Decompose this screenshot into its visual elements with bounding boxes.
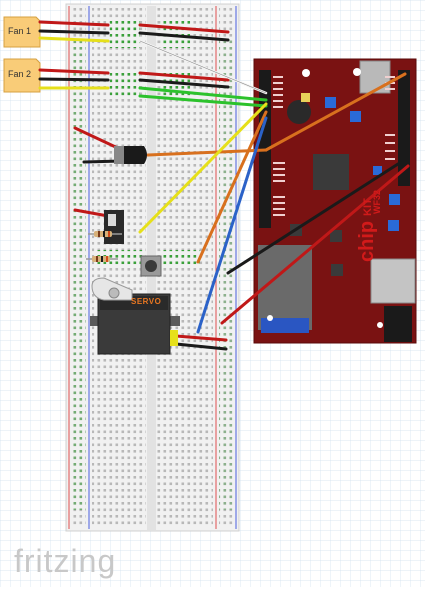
active-rail-right bbox=[219, 40, 233, 510]
active-holes-fan2 bbox=[110, 70, 140, 98]
trimmer-4 bbox=[388, 220, 399, 231]
board-button-2[interactable] bbox=[330, 230, 342, 242]
wire-yellow-long bbox=[138, 102, 268, 234]
wire-fan1-red bbox=[38, 20, 110, 27]
wire-black-long bbox=[226, 162, 400, 275]
led-white-4 bbox=[267, 315, 273, 321]
wire-servo-black bbox=[174, 342, 228, 351]
barrel-jack bbox=[384, 306, 412, 342]
servo-connector bbox=[170, 330, 178, 346]
header-right-top bbox=[398, 70, 410, 130]
wire-sensor-orange bbox=[146, 148, 268, 157]
wifi-antenna bbox=[261, 318, 309, 333]
pin-label-marks bbox=[273, 76, 395, 216]
mcu-chip bbox=[313, 154, 349, 190]
sensor-leads-block bbox=[114, 146, 124, 164]
capacitor-1 bbox=[301, 93, 310, 102]
servo-motor bbox=[90, 277, 180, 355]
fan-1-label: Fan 1 bbox=[8, 26, 32, 36]
trimmer-2 bbox=[350, 111, 361, 122]
wire-fan2-black bbox=[38, 77, 110, 82]
header-right-bottom bbox=[398, 130, 410, 186]
active-holes-right1 bbox=[160, 18, 190, 48]
wire-white-outline bbox=[139, 40, 267, 94]
wire-row1-black bbox=[138, 31, 230, 42]
wire-green-signal-2 bbox=[138, 94, 268, 108]
led-white-2 bbox=[353, 68, 361, 76]
wire-fan2-red bbox=[38, 68, 110, 75]
pushbutton-cap[interactable] bbox=[145, 260, 157, 272]
switch-slider[interactable] bbox=[108, 214, 116, 226]
wire-orange-long bbox=[196, 110, 268, 264]
active-holes-button-right bbox=[160, 250, 200, 264]
wire-red-long bbox=[220, 164, 410, 325]
wire-green-signal-1 bbox=[138, 86, 268, 102]
wire-fan1-yellow bbox=[38, 36, 110, 43]
temperature-sensor bbox=[114, 146, 147, 164]
trimmer-1 bbox=[325, 97, 336, 108]
wire-servo-red bbox=[174, 334, 228, 342]
fan-1 bbox=[3, 16, 41, 48]
sensor-body bbox=[124, 146, 147, 164]
active-rail-left bbox=[72, 40, 86, 510]
power-jack bbox=[370, 258, 416, 304]
servo-label: SERVO bbox=[131, 297, 162, 306]
led-white-3 bbox=[377, 322, 383, 328]
pushbutton[interactable] bbox=[140, 255, 162, 277]
fan-2-label: Fan 2 bbox=[8, 69, 32, 79]
wire-orange-to-header bbox=[264, 72, 407, 152]
wires bbox=[38, 20, 410, 351]
wire-fan1-black bbox=[38, 29, 110, 35]
wire-row2-red bbox=[138, 71, 230, 82]
trimmer-3 bbox=[389, 194, 400, 205]
led-white-1 bbox=[302, 69, 310, 77]
slide-switch bbox=[104, 210, 124, 244]
header-left-bottom bbox=[259, 158, 271, 228]
servo-tab-left bbox=[90, 316, 102, 326]
servo-tab-right bbox=[168, 316, 180, 326]
servo-horn-hub bbox=[108, 287, 120, 299]
board-button-3[interactable] bbox=[331, 264, 343, 276]
wire-row2-black bbox=[138, 78, 230, 89]
fan-1-body bbox=[3, 16, 41, 48]
board-brand-label: chip bbox=[356, 220, 378, 262]
board-model-label: WF32 bbox=[372, 189, 382, 214]
wire-switch-red bbox=[73, 208, 110, 218]
chipkit-board bbox=[253, 58, 417, 344]
fritzing-watermark: fritzing bbox=[14, 543, 117, 579]
trimmer-5 bbox=[373, 166, 382, 175]
wire-row1-red bbox=[138, 23, 230, 34]
active-holes-fan1 bbox=[110, 18, 140, 48]
buzzer bbox=[287, 100, 311, 124]
wifi-module bbox=[258, 245, 312, 330]
resistor-1 bbox=[88, 231, 122, 237]
wire-blue-long bbox=[196, 116, 268, 334]
resistor-2 bbox=[86, 256, 118, 262]
